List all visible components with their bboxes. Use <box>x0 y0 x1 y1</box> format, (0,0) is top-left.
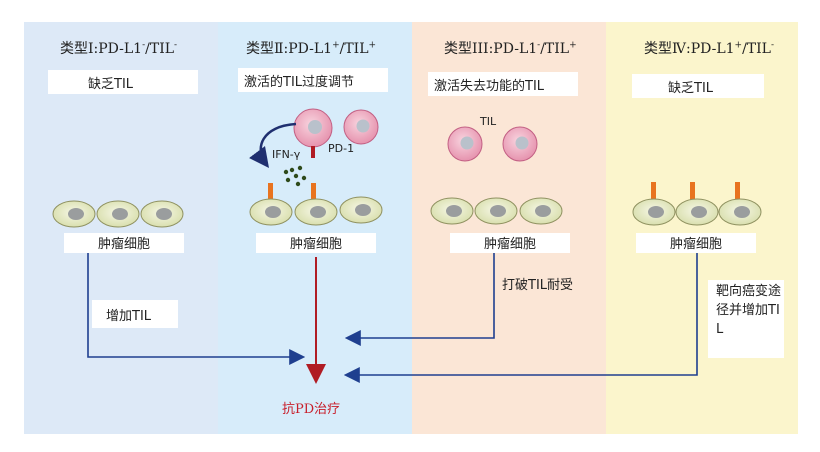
tumor-cell <box>96 200 140 228</box>
panel-3-action: 打破TIL耐受 <box>502 278 574 293</box>
panel-1-title: 类型Ⅰ:PD-L1-/TIL- <box>60 40 178 57</box>
ifn-arrow <box>249 122 297 169</box>
panel-3-til-cells: TIL <box>447 115 538 162</box>
til-label: TIL <box>479 115 497 128</box>
panel-2-til-cells: IFN-γ PD-1 <box>249 108 379 187</box>
tumor-cell <box>430 197 474 225</box>
panel-4-title: 类型Ⅳ:PD-L1+/TIL- <box>644 40 775 57</box>
panel-3-title: 类型III:PD-L1-/TIL+ <box>444 40 577 57</box>
panel-2-tumor-cells <box>249 183 383 226</box>
arrow-panel-4 <box>343 253 698 383</box>
panel-3-tumor-cells <box>430 197 563 225</box>
tumor-cell <box>519 197 563 225</box>
tumor-cell <box>140 200 184 228</box>
pd-l1-marker <box>690 182 695 200</box>
panel-1-action: 增加TIL <box>92 300 178 328</box>
tumor-cell <box>632 198 676 226</box>
tumor-cell <box>249 198 293 226</box>
pd-l1-marker <box>311 183 316 199</box>
panel-2-cell-label: 肿瘤细胞 <box>256 233 376 253</box>
til-cell <box>502 126 538 162</box>
panel-3-status: 激活失去功能的TIL <box>428 72 578 96</box>
til-cell <box>447 126 483 162</box>
pd-l1-marker <box>268 183 273 199</box>
panel-2-status: 激活的TIL过度调节 <box>238 68 388 92</box>
panel-3-cell-label: 肿瘤细胞 <box>450 233 570 253</box>
pd-l1-marker <box>735 182 740 200</box>
panel-1-tumor-cells <box>52 200 184 228</box>
panel-4-status: 缺乏TIL <box>632 74 764 98</box>
arrow-panel-1 <box>87 253 306 365</box>
panel-4-tumor-cells <box>632 182 762 226</box>
panel-4-cell-label: 肿瘤细胞 <box>636 233 756 253</box>
tumor-cell <box>52 200 96 228</box>
tumor-cell <box>718 198 762 226</box>
ifn-dots <box>283 165 307 187</box>
pd-1-label: PD-1 <box>328 142 354 155</box>
arrow-panel-3 <box>344 253 495 346</box>
panel-4-action: 靶向癌变途径并增加TIL <box>708 280 784 358</box>
pd-1-receptor <box>311 146 315 158</box>
ifn-label: IFN-γ <box>272 148 301 161</box>
til-cell <box>293 108 333 148</box>
panel-1-cell-label: 肿瘤细胞 <box>64 233 184 253</box>
panel-1-status: 缺乏TIL <box>48 70 198 94</box>
tumor-cell <box>474 197 518 225</box>
pd-l1-marker <box>651 182 656 200</box>
til-cell <box>343 109 379 145</box>
anti-pd-therapy-label: 抗PD治疗 <box>282 402 341 417</box>
panel-2-title: 类型Ⅱ:PD-L1+/TIL+ <box>246 40 377 57</box>
tumor-cell <box>339 196 383 224</box>
tumor-cell <box>294 198 338 226</box>
tumor-cell <box>675 198 719 226</box>
